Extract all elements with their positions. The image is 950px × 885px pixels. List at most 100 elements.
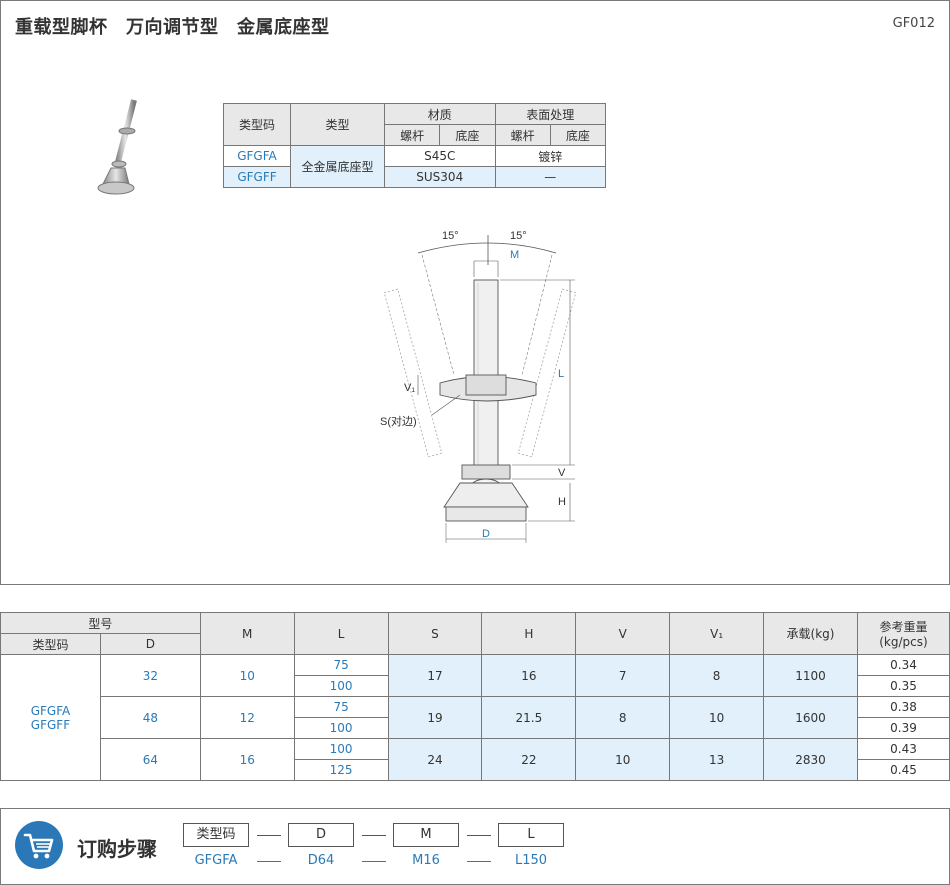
material-table: 类型码 类型 材质 表面处理 螺杆 底座 螺杆 底座 GFGFA 全金属底座型 …: [223, 103, 607, 188]
v1-cell: 10: [669, 696, 765, 739]
table-row: 64 16 100 24 22 10 13 2830 0.43: [1, 738, 950, 781]
header-d: D: [99, 633, 201, 655]
order-example-type-code: GFGFA: [194, 853, 238, 868]
order-step-d: D: [288, 823, 354, 847]
type-code-line: GFGFA: [30, 703, 71, 718]
m-cell: 12: [199, 696, 295, 739]
spec-table: 型号 M L S H V V₁ 承载(kg) 参考重量 (kg/pcs) 类型码…: [0, 612, 950, 781]
weight-cell: 0.39: [856, 717, 950, 739]
v1-cell: 8: [669, 654, 765, 697]
order-title: 订购步骤: [77, 837, 157, 861]
l-cell: 100: [293, 675, 389, 697]
header-material-bolt: 螺杆: [383, 124, 441, 146]
s-cell: 19: [387, 696, 483, 739]
l-cell: 75: [293, 696, 389, 718]
dim-v1-label: V₁: [404, 382, 415, 394]
s-cell: 24: [387, 738, 483, 781]
v1-cell: 13: [669, 738, 765, 781]
v-cell: 7: [575, 654, 671, 697]
material-row-code: GFGFA: [223, 145, 291, 167]
header-m: M: [199, 612, 295, 655]
l-cell: 100: [293, 738, 389, 760]
table-row: 100 0.35: [1, 675, 950, 697]
v-cell: 8: [575, 696, 671, 739]
dim-v-label: V: [558, 467, 566, 479]
dim-l-label: L: [558, 368, 564, 380]
d-cell: 64: [99, 738, 201, 781]
product-panel: 重载型脚杯 万向调节型 金属底座型 GF012: [0, 0, 950, 585]
product-code: GF012: [892, 16, 935, 31]
angle-right-label: 15°: [510, 230, 527, 242]
table-row: 125 0.45: [1, 759, 950, 781]
weight-cell: 0.38: [856, 696, 950, 718]
order-example-m: M16: [412, 853, 440, 868]
dim-h-label: H: [558, 496, 566, 508]
surface-value: —: [494, 166, 606, 188]
step-connector: [257, 835, 281, 836]
d-cell: 48: [99, 696, 201, 739]
order-steps-panel: 订购步骤 类型码 D M L GFGFA D64 M16 L150: [0, 808, 950, 885]
h-cell: 21.5: [481, 696, 577, 739]
type-code-cell: GFGFA GFGFF: [0, 654, 101, 781]
s-cell: 17: [387, 654, 483, 697]
header-model: 型号: [0, 612, 201, 634]
dim-d-label: D: [482, 528, 490, 540]
page-title: 重载型脚杯 万向调节型 金属底座型: [15, 17, 330, 38]
step-connector: [467, 835, 491, 836]
surface-value: 镀锌: [494, 145, 606, 167]
header-s: S: [387, 612, 483, 655]
header-material-base: 底座: [439, 124, 496, 146]
l-cell: 100: [293, 717, 389, 739]
header-weight: 参考重量 (kg/pcs): [856, 612, 950, 655]
material-value: SUS304: [384, 166, 496, 188]
v-cell: 10: [575, 738, 671, 781]
h-cell: 22: [481, 738, 577, 781]
header-type-code: 类型码: [223, 103, 291, 146]
product-photo: [97, 99, 137, 195]
header-surface-base: 底座: [549, 124, 607, 146]
example-connector: [362, 861, 386, 862]
weight-cell: 0.34: [856, 654, 950, 676]
h-cell: 16: [481, 654, 577, 697]
header-load: 承载(kg): [763, 612, 858, 655]
l-cell: 125: [293, 759, 389, 781]
table-row: 100 0.39: [1, 717, 950, 739]
material-type-value: 全金属底座型: [290, 145, 385, 188]
dim-m-label: M: [510, 249, 519, 261]
example-connector: [467, 861, 491, 862]
angle-left-label: 15°: [442, 230, 459, 242]
header-l: L: [293, 612, 389, 655]
d-cell: 32: [99, 654, 201, 697]
step-connector: [362, 835, 386, 836]
order-step-m: M: [393, 823, 459, 847]
type-code-line: GFGFF: [30, 717, 71, 732]
table-row: 48 12 75 19 21.5 8 10 1600 0.38: [1, 696, 950, 739]
header-surface: 表面处理: [494, 103, 606, 125]
load-cell: 1600: [763, 696, 858, 739]
l-cell: 75: [293, 654, 389, 676]
header-surface-bolt: 螺杆: [494, 124, 551, 146]
header-type: 类型: [290, 103, 385, 146]
m-cell: 16: [199, 738, 295, 781]
dim-s-label: S(对边): [380, 414, 417, 428]
order-example-d: D64: [307, 853, 335, 868]
material-value: S45C: [384, 145, 496, 167]
material-row-code: GFGFF: [223, 166, 291, 188]
table-row: GFGFA GFGFF 32 10 75 17 16 7 8 1100 0.34: [0, 654, 950, 781]
order-step-type-code: 类型码: [183, 823, 249, 847]
technical-drawing: 15° 15° M L V₁ S(对边) V H D: [380, 230, 577, 543]
example-connector: [257, 861, 281, 862]
header-v1: V₁: [669, 612, 765, 655]
header-h: H: [481, 612, 577, 655]
header-v: V: [575, 612, 671, 655]
load-cell: 2830: [763, 738, 858, 781]
order-step-l: L: [498, 823, 564, 847]
header-type-code: 类型码: [0, 633, 101, 655]
header-material: 材质: [384, 103, 496, 125]
order-example-l: L150: [514, 853, 548, 868]
load-cell: 1100: [763, 654, 858, 697]
weight-cell: 0.45: [856, 759, 950, 781]
header-weight-line2: (kg/pcs): [879, 635, 928, 649]
weight-cell: 0.43: [856, 738, 950, 760]
weight-cell: 0.35: [856, 675, 950, 697]
